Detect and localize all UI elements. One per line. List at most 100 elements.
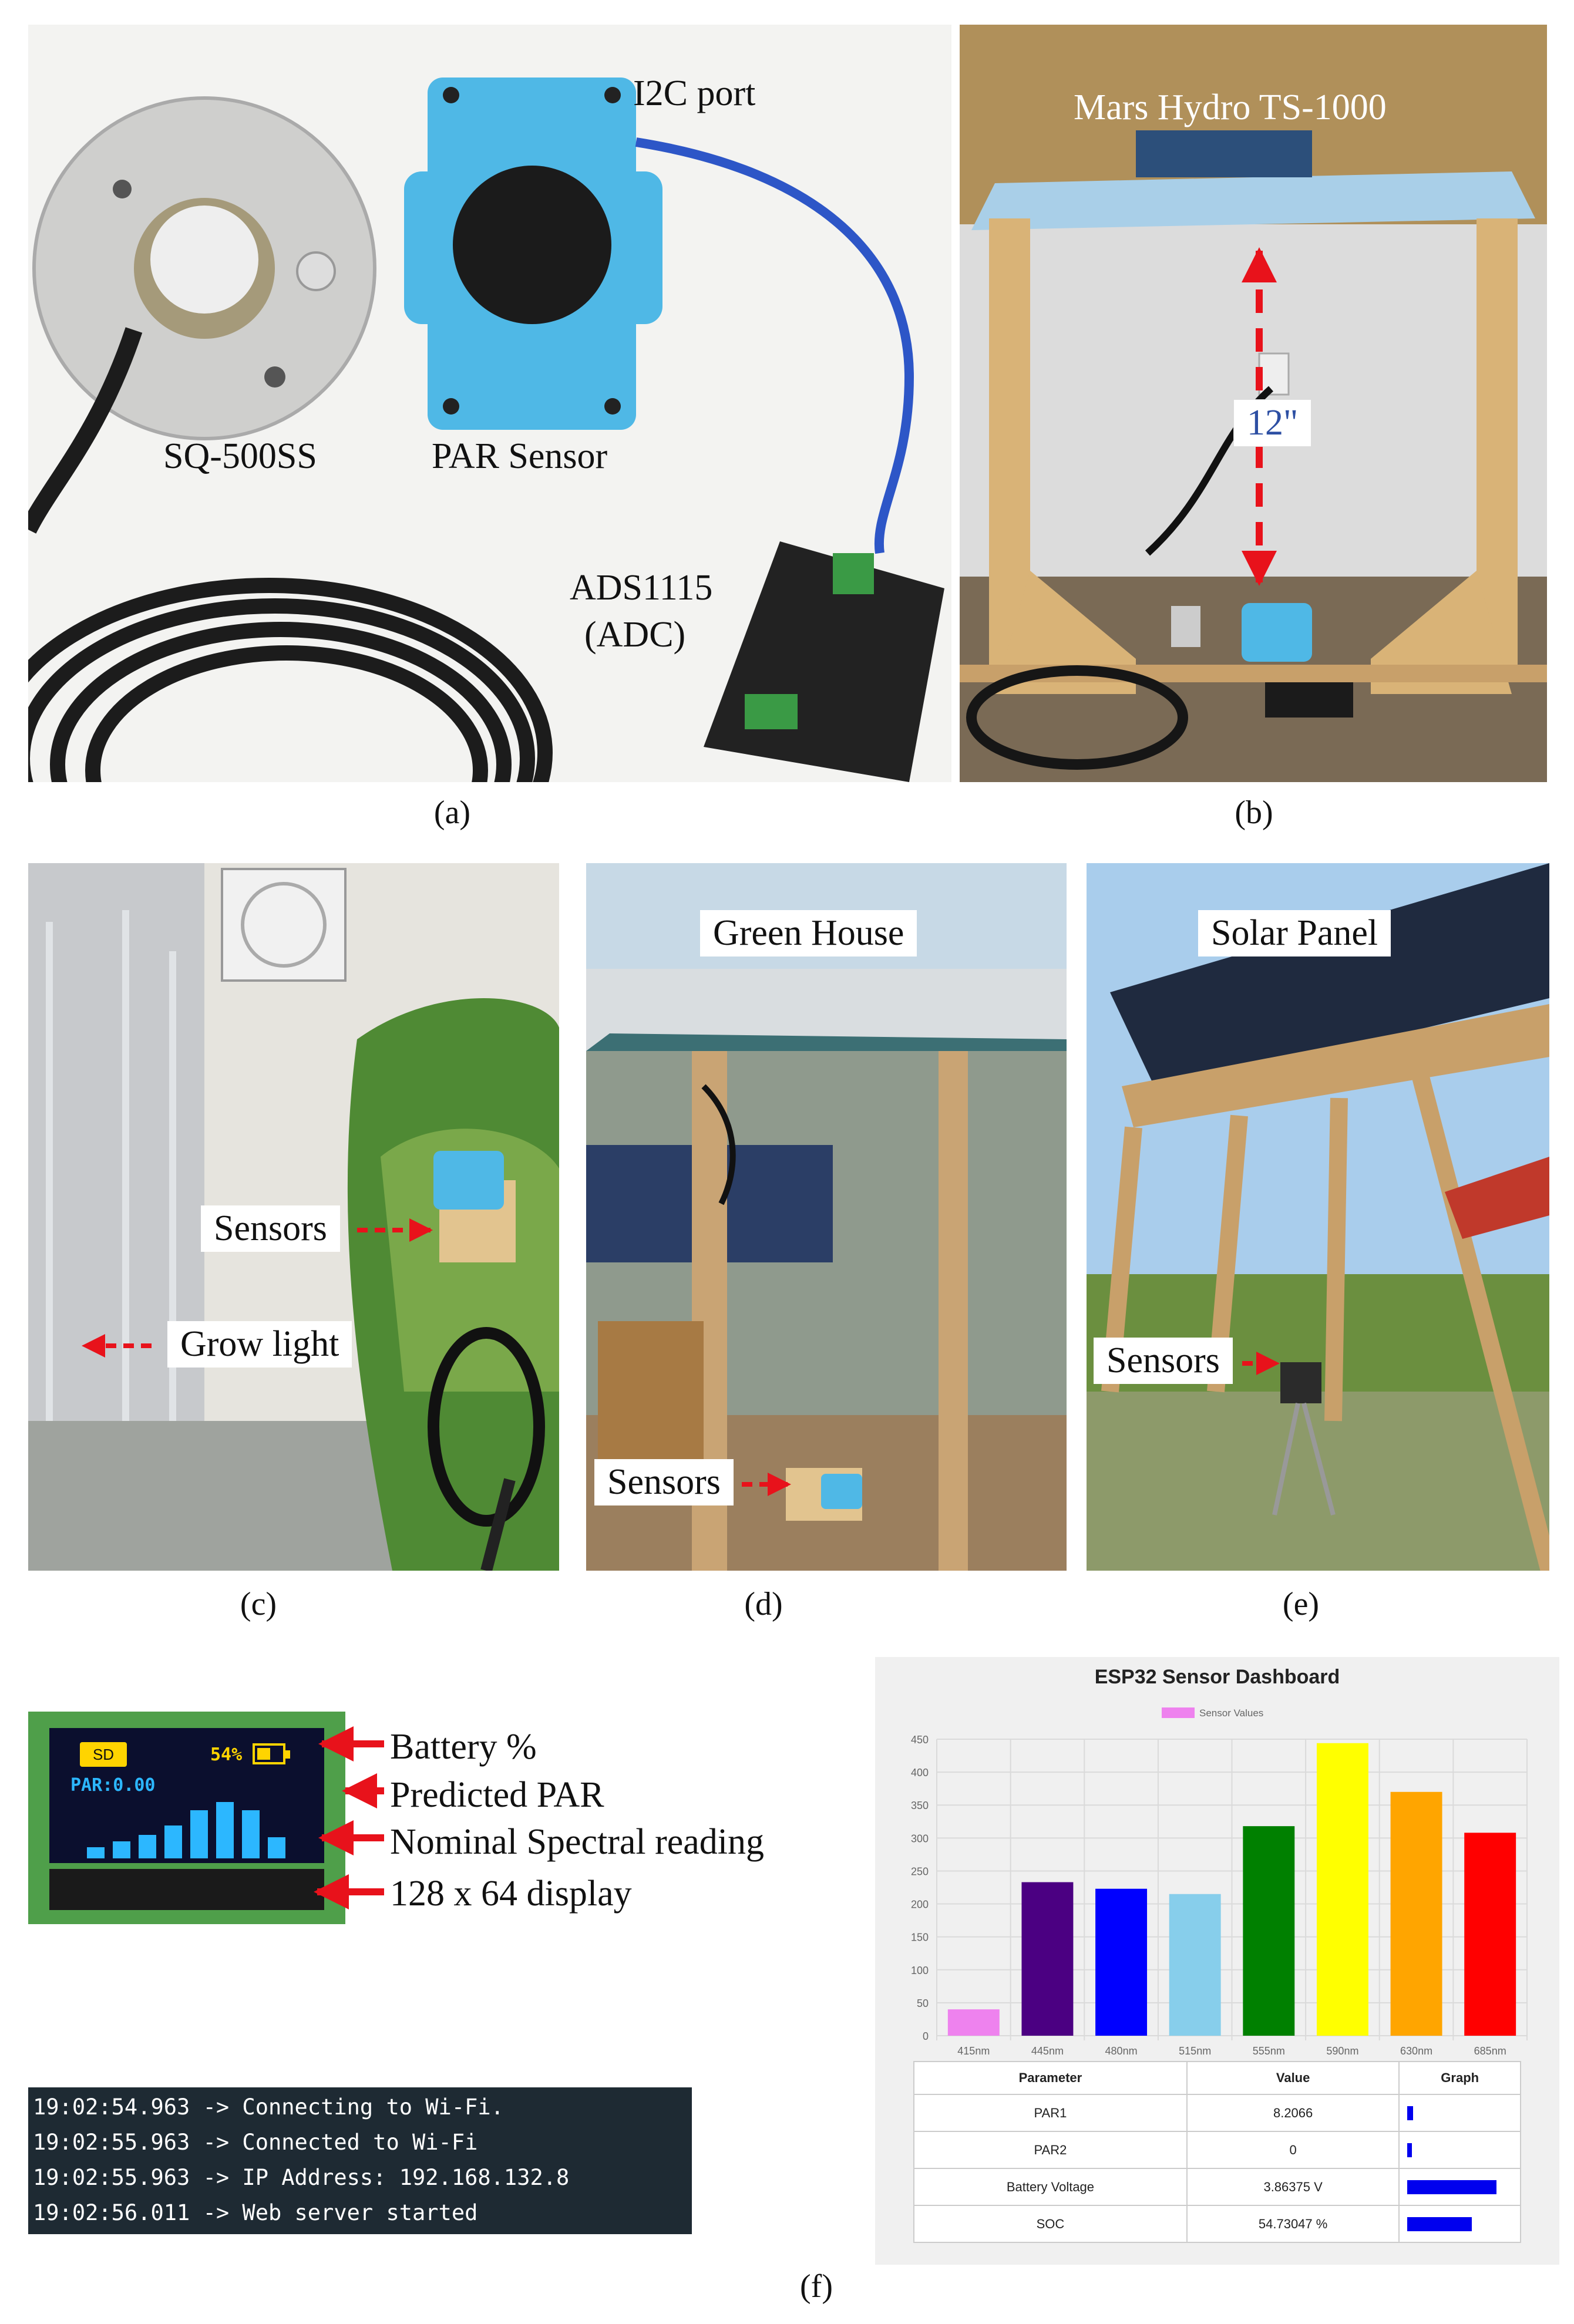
panel-d-illustration	[586, 863, 1067, 1571]
par-sensor-label: PAR Sensor	[432, 436, 608, 476]
x-tick-label: 555nm	[1253, 2045, 1285, 2057]
sensors-label-d: Sensors	[594, 1459, 734, 1506]
oled-module: SD 54% PAR:0.00	[28, 1712, 345, 1924]
row-graph-bar	[1407, 2217, 1472, 2231]
header-parameter: Parameter	[913, 2061, 1188, 2095]
oled-annotation: Predicted PAR	[390, 1775, 604, 1815]
oled-bar	[268, 1837, 285, 1858]
ads1115-label: ADS1115	[570, 568, 713, 608]
x-tick-label: 685nm	[1474, 2045, 1506, 2057]
y-tick-label: 200	[911, 1899, 929, 1911]
bar-630nm	[1390, 1791, 1442, 2036]
row-graph	[1398, 2168, 1521, 2206]
oled-bar	[216, 1802, 234, 1858]
oled-bar	[190, 1810, 208, 1858]
row-parameter: PAR1	[913, 2094, 1188, 2132]
serial-line-4: 19:02:56.011 -> Web server started	[33, 2200, 478, 2225]
row-parameter: SOC	[913, 2205, 1188, 2243]
bar-590nm	[1316, 1743, 1368, 2036]
panel-a-photo	[28, 25, 951, 782]
x-tick-label: 415nm	[957, 2045, 990, 2057]
green-house-label: Green House	[700, 910, 917, 957]
panel-a-illustration	[28, 78, 944, 782]
header-value: Value	[1186, 2061, 1400, 2095]
panel-e-photo	[1087, 863, 1549, 1571]
oled-bar	[139, 1835, 156, 1858]
oled-annotation: Battery %	[390, 1727, 537, 1767]
dashboard-bar-chart: Sensor Values 0 50 100 150 200 250 300 350 400 450…	[911, 1707, 1528, 2057]
row-value: 3.86375 V	[1186, 2168, 1400, 2206]
header-graph: Graph	[1398, 2061, 1521, 2095]
row-graph	[1398, 2094, 1521, 2132]
serial-line-2: 19:02:55.963 -> Connected to Wi-Fi	[33, 2130, 478, 2155]
y-tick-label: 250	[911, 1865, 929, 1877]
panel-c-illustration	[28, 863, 559, 1571]
panel-e-illustration	[1087, 863, 1549, 1571]
caption-c: (c)	[240, 1586, 277, 1622]
adc-label: (ADC)	[584, 615, 686, 655]
dashboard-title: ESP32 Sensor Dashboard	[1094, 1666, 1340, 1688]
sq-500ss-label: SQ-500SS	[163, 436, 317, 476]
y-tick-label: 350	[911, 1800, 929, 1811]
y-tick-label: 450	[911, 1734, 929, 1746]
panel-b-photo	[960, 25, 1547, 782]
oled-bar	[164, 1825, 182, 1858]
esp32-dashboard: ESP32 Sensor Dashboard Sensor Values 0 50 1…	[875, 1657, 1559, 2265]
x-tick-label: 515nm	[1179, 2045, 1211, 2057]
row-value: 54.73047 %	[1186, 2205, 1400, 2243]
legend-swatch	[1162, 1707, 1195, 1718]
y-tick-label: 50	[917, 1998, 929, 2009]
grow-light-model-label: Mars Hydro TS-1000	[1074, 87, 1387, 127]
oled-spectral-bars	[87, 1800, 310, 1858]
row-graph-bar	[1407, 2143, 1412, 2157]
x-tick-label: 445nm	[1031, 2045, 1064, 2057]
bar-685nm	[1464, 1833, 1516, 2036]
y-tick-label: 300	[911, 1833, 929, 1844]
caption-e: (e)	[1282, 1586, 1320, 1622]
i2c-port-label: I2C port	[633, 73, 756, 113]
oled-par-reading: PAR:0.00	[70, 1775, 156, 1796]
oled-bar	[113, 1841, 130, 1858]
panel-b-illustration	[960, 25, 1547, 782]
legend-label: Sensor Values	[1199, 1707, 1263, 1719]
panel-d-photo	[586, 863, 1067, 1571]
row-graph-bar	[1407, 2180, 1497, 2194]
row-graph	[1398, 2131, 1521, 2169]
height-label: 12"	[1233, 399, 1312, 447]
y-tick-label: 400	[911, 1767, 929, 1779]
row-parameter: PAR2	[913, 2131, 1188, 2169]
caption-d: (d)	[744, 1586, 783, 1622]
serial-line-1: 19:02:54.963 -> Connecting to Wi-Fi.	[33, 2094, 504, 2120]
solar-panel-label: Solar Panel	[1198, 910, 1391, 957]
x-tick-label: 480nm	[1105, 2045, 1138, 2057]
x-tick-label: 590nm	[1326, 2045, 1358, 2057]
grow-light-label: Grow light	[167, 1321, 352, 1368]
row-value: 8.2066	[1186, 2094, 1400, 2132]
row-graph	[1398, 2205, 1521, 2243]
row-parameter: Battery Voltage	[913, 2168, 1188, 2206]
caption-f: (f)	[800, 2268, 833, 2305]
serial-line-3: 19:02:55.963 -> IP Address: 192.168.132.…	[33, 2165, 570, 2190]
y-tick-label: 150	[911, 1932, 929, 1944]
row-graph-bar	[1407, 2106, 1414, 2120]
caption-b: (b)	[1235, 794, 1273, 831]
bar-415nm	[947, 2009, 1000, 2036]
sd-label: SD	[92, 1746, 115, 1763]
y-tick-label: 100	[911, 1965, 929, 1976]
oled-annotation: 128 x 64 display	[390, 1874, 632, 1914]
bar-515nm	[1169, 1894, 1221, 2036]
y-tick-label: 0	[923, 2030, 929, 2042]
sd-card-icon: SD	[80, 1742, 127, 1767]
battery-terminal	[285, 1750, 290, 1759]
x-tick-label: 630nm	[1400, 2045, 1432, 2057]
oled-pcb-strip	[49, 1869, 324, 1910]
bar-555nm	[1243, 1826, 1295, 2036]
battery-level-fill	[257, 1748, 270, 1760]
